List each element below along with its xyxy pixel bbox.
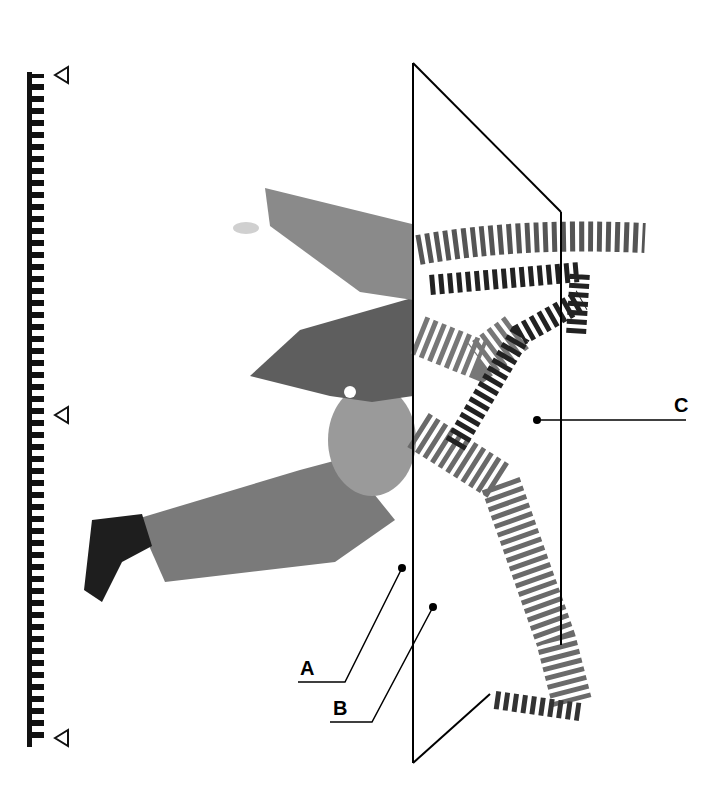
ruler-ticks: [32, 74, 44, 744]
jacket: [250, 298, 413, 402]
plane: [413, 63, 561, 763]
plane-edge: [412, 63, 414, 763]
shoe: [84, 514, 152, 602]
callout-letter: B: [333, 698, 347, 718]
plane-edge: [560, 212, 562, 645]
leader-lines: [298, 420, 686, 722]
fragment-leg: [455, 300, 582, 445]
callout-letter: A: [300, 658, 314, 678]
leader-dot: [429, 603, 437, 611]
plane-edge: [413, 694, 490, 763]
leader-dot: [533, 416, 541, 424]
plane-edge: [413, 63, 561, 212]
leader-line: [330, 607, 433, 722]
leader-dot: [398, 564, 406, 572]
leader-line: [537, 419, 686, 421]
ruler-marker: [55, 730, 68, 746]
callout-letter: C: [674, 395, 688, 415]
hand: [233, 222, 259, 234]
ruler-marker: [55, 407, 68, 423]
fragment-leg: [418, 430, 572, 702]
fragmented-figure: [418, 237, 645, 713]
ruler-marker: [55, 67, 68, 83]
leader-line: [298, 568, 402, 682]
shirt-cuff: [344, 386, 356, 398]
fragment-shoe: [495, 700, 580, 712]
sleeve: [265, 188, 413, 300]
ruler-spine: [27, 72, 32, 747]
fragment-arm: [418, 237, 645, 251]
